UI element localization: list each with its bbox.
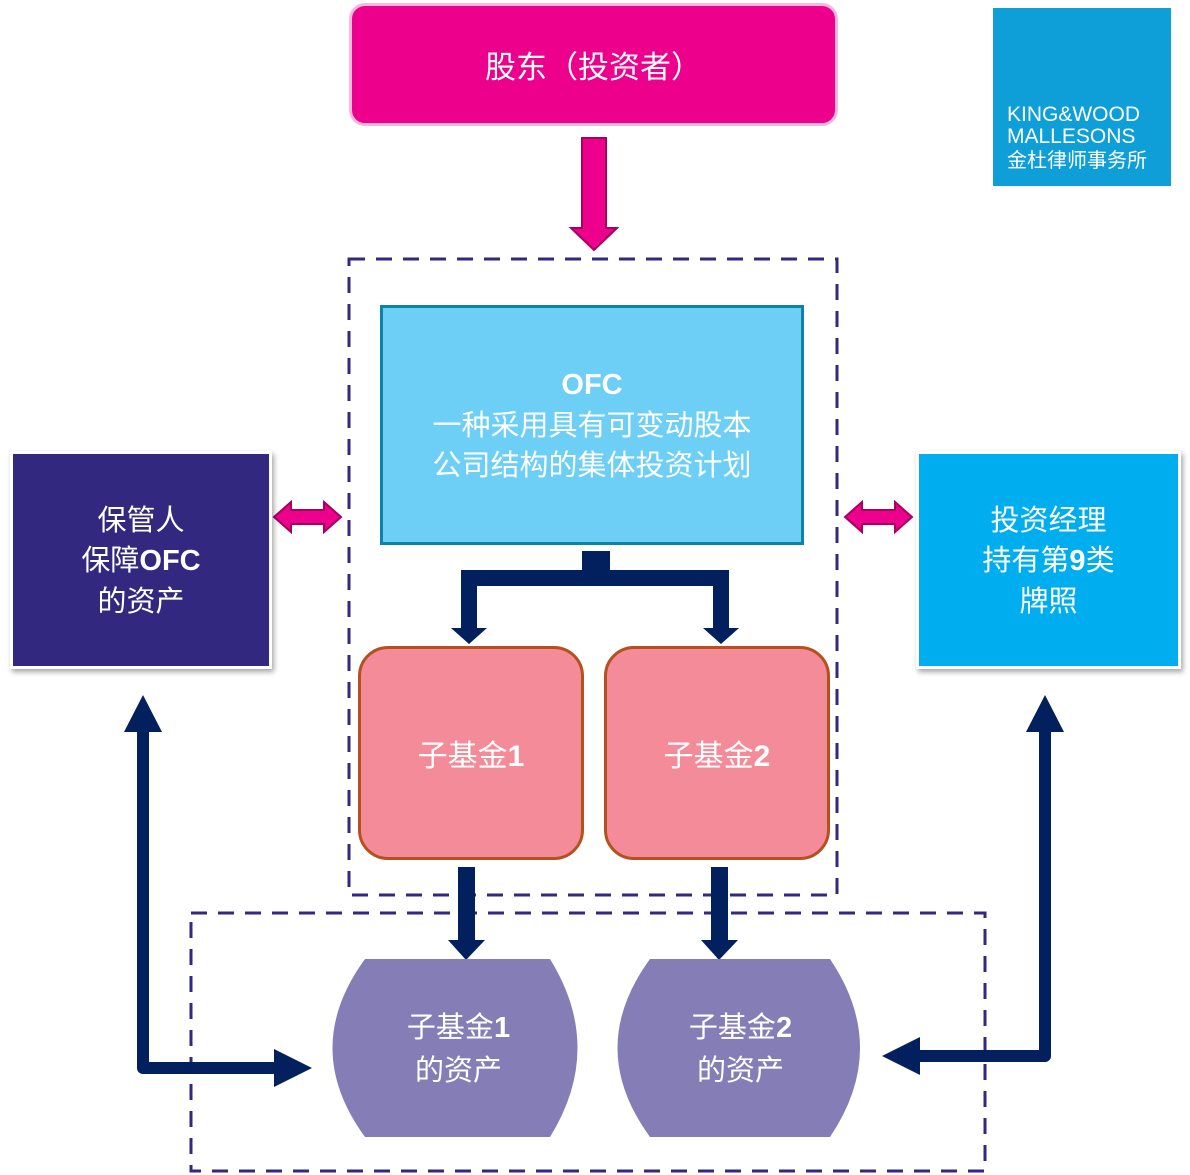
sub-fund-2-label: 子基金2 bbox=[664, 731, 771, 775]
asset-2-line-1: 子基金2 bbox=[689, 1006, 792, 1049]
shareholders-box: 股东（投资者） bbox=[349, 3, 838, 126]
ofc-box: OFC 一种采用具有可变动股本 公司结构的集体投资计划 bbox=[380, 305, 804, 545]
asset-1-line-2: 的资产 bbox=[414, 1052, 502, 1087]
sub-fund-1-box: 子基金1 bbox=[358, 646, 584, 860]
custodian-line-2-prefix: 保障 bbox=[81, 542, 140, 577]
sub-fund-2-prefix: 子基金 bbox=[663, 739, 754, 774]
asset-1-prefix: 子基金 bbox=[406, 1009, 494, 1044]
logo-line-3: 金杜律师事务所 bbox=[1007, 150, 1147, 172]
sub-fund-1-label: 子基金1 bbox=[418, 731, 525, 775]
shareholders-label: 股东（投资者） bbox=[485, 50, 702, 86]
asset-1-line-1: 子基金1 bbox=[407, 1006, 510, 1049]
logo-line-2: MALLESONS bbox=[1007, 125, 1136, 148]
king-wood-mallesons-logo: KING&WOOD MALLESONS 金杜律师事务所 bbox=[993, 8, 1171, 186]
sub-fund-1-prefix: 子基金 bbox=[417, 739, 508, 774]
manager-line-2: 持有第9类 bbox=[982, 540, 1114, 581]
sub-fund-2-assets-box: 子基金2 的资产 bbox=[598, 959, 883, 1137]
asset-2-prefix: 子基金 bbox=[688, 1009, 776, 1044]
ofc-group-dashed-border bbox=[347, 257, 839, 897]
ofc-desc-line-1: 一种采用具有可变动股本 bbox=[432, 408, 752, 442]
manager-line-2-prefix: 持有第 bbox=[982, 542, 1070, 577]
manager-line-2-suffix: 类 bbox=[1085, 542, 1115, 577]
custodian-box: 保管人 保障OFC 的资产 bbox=[10, 451, 272, 669]
asset-1-shape bbox=[332, 959, 578, 1137]
investment-manager-box: 投资经理 持有第9类 牌照 bbox=[916, 451, 1181, 669]
custodian-line-1: 保管人 bbox=[97, 502, 185, 537]
asset-2-shape bbox=[617, 959, 860, 1137]
logo-line-1: KING&WOOD bbox=[1007, 103, 1141, 126]
shareholders-to-ofc-arrow bbox=[568, 137, 620, 252]
manager-line-2-bold: 9 bbox=[1069, 544, 1086, 577]
manager-line-3: 牌照 bbox=[1019, 583, 1078, 618]
custodian-line-2-bold: OFC bbox=[139, 544, 201, 577]
sub-fund-2-box: 子基金2 bbox=[604, 646, 830, 860]
custodian-line-3: 的资产 bbox=[97, 583, 185, 618]
custodian-line-2: 保障OFC bbox=[81, 540, 200, 581]
ofc-title: OFC bbox=[561, 369, 623, 401]
custodian-ofc-double-arrow bbox=[272, 499, 343, 535]
sub-fund-1-assets-box: 子基金1 的资产 bbox=[316, 959, 601, 1137]
ofc-desc-line-2: 公司结构的集体投资计划 bbox=[432, 448, 752, 482]
sub-fund-1-number: 1 bbox=[507, 740, 525, 773]
subfunds-to-assets-arrows bbox=[448, 867, 738, 960]
sub-fund-2-number: 2 bbox=[753, 740, 771, 773]
asset-2-line-2: 的资产 bbox=[696, 1052, 784, 1087]
asset-2-number: 2 bbox=[775, 1011, 793, 1044]
manager-assets-connector bbox=[882, 695, 1064, 1075]
assets-group-dashed-border bbox=[189, 911, 987, 1173]
asset-1-number: 1 bbox=[493, 1011, 511, 1044]
ofc-to-subfunds-arrow bbox=[451, 551, 739, 644]
manager-ofc-double-arrow bbox=[843, 499, 914, 535]
custodian-assets-connector bbox=[124, 695, 312, 1087]
manager-line-1: 投资经理 bbox=[990, 502, 1107, 537]
